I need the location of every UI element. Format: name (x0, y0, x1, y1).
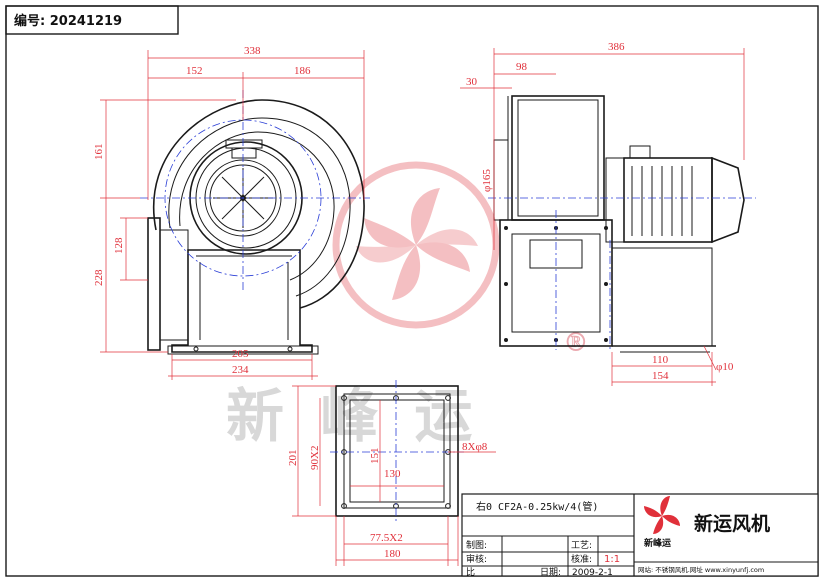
tb-review-label: 审核: (466, 553, 487, 565)
dim-front-left-width: 152 (186, 65, 203, 77)
tb-company: 新运风机 (694, 512, 770, 535)
dim-flange-outer-height: 201 (287, 450, 299, 467)
dim-front-overall-width: 338 (244, 45, 261, 57)
dim-front-base-outer: 234 (232, 364, 249, 376)
watermark: ® 新 峰 运 (226, 161, 586, 450)
company-logo (644, 496, 680, 534)
dim-side-98: 98 (516, 61, 528, 73)
tb-logo-text: 新峰运 (644, 537, 672, 549)
dim-side-diameter: φ165 (481, 169, 493, 192)
code-label: 编号: 20241219 (14, 13, 122, 29)
dim-front-right-width: 186 (294, 65, 311, 77)
dim-side-30: 30 (466, 76, 478, 88)
dim-flange-holes: 8Xφ8 (462, 441, 488, 453)
dim-side-overall-length: 386 (608, 41, 625, 53)
dim-side-base-outer: 154 (652, 370, 669, 382)
front-view: 338 152 186 161 228 128 205 234 (93, 45, 370, 380)
dim-side-hole: φ10 (716, 361, 734, 373)
dim-front-base-inner: 205 (232, 348, 249, 360)
dim-front-height-total: 228 (93, 269, 105, 286)
dim-flange-hole-spacing-v: 90X2 (309, 446, 321, 470)
tb-approve-label: 核准: (571, 553, 592, 565)
sheet-border (5, 5, 819, 577)
tb-website: 网站: 不锈钢风机.网址 www.xinyunfj.com (638, 565, 764, 574)
tb-date: 2009-2-1 (572, 568, 613, 578)
dim-flange-inner-width: 130 (384, 468, 401, 480)
code-box (5, 5, 179, 35)
tb-date-label: 日期: (540, 567, 561, 578)
tb-craft-label: 工艺: (571, 540, 592, 551)
tb-model: 右0 CF2A-0.25kw/4(管) (476, 500, 598, 513)
title-block: 右0 CF2A-0.25kw/4(管) 制图: 审核: 比 工艺: 核准: 1:… (461, 493, 819, 578)
tb-scale: 1:1 (604, 554, 620, 565)
side-view: 386 98 30 φ165 110 154 φ10 (460, 41, 756, 386)
tb-draw-label: 制图: (466, 539, 487, 551)
flange-view: 201 90X2 151 130 8Xφ8 77.5X2 180 (287, 380, 496, 566)
tb-footer-left: 比 (466, 566, 475, 578)
dim-front-height-top: 161 (93, 144, 105, 161)
watermark-text: 新 峰 运 (226, 382, 480, 450)
dim-front-outlet-height: 128 (113, 237, 125, 254)
watermark-logo-ring (332, 161, 500, 329)
dim-flange-outer-width: 180 (384, 548, 401, 560)
watermark-logo-petals (356, 188, 478, 300)
dim-flange-hole-spacing-h: 77.5X2 (370, 532, 403, 544)
watermark-registered: ® (566, 327, 586, 356)
dim-side-base-inner: 110 (652, 354, 669, 366)
dim-flange-inner-height: 151 (369, 448, 381, 465)
